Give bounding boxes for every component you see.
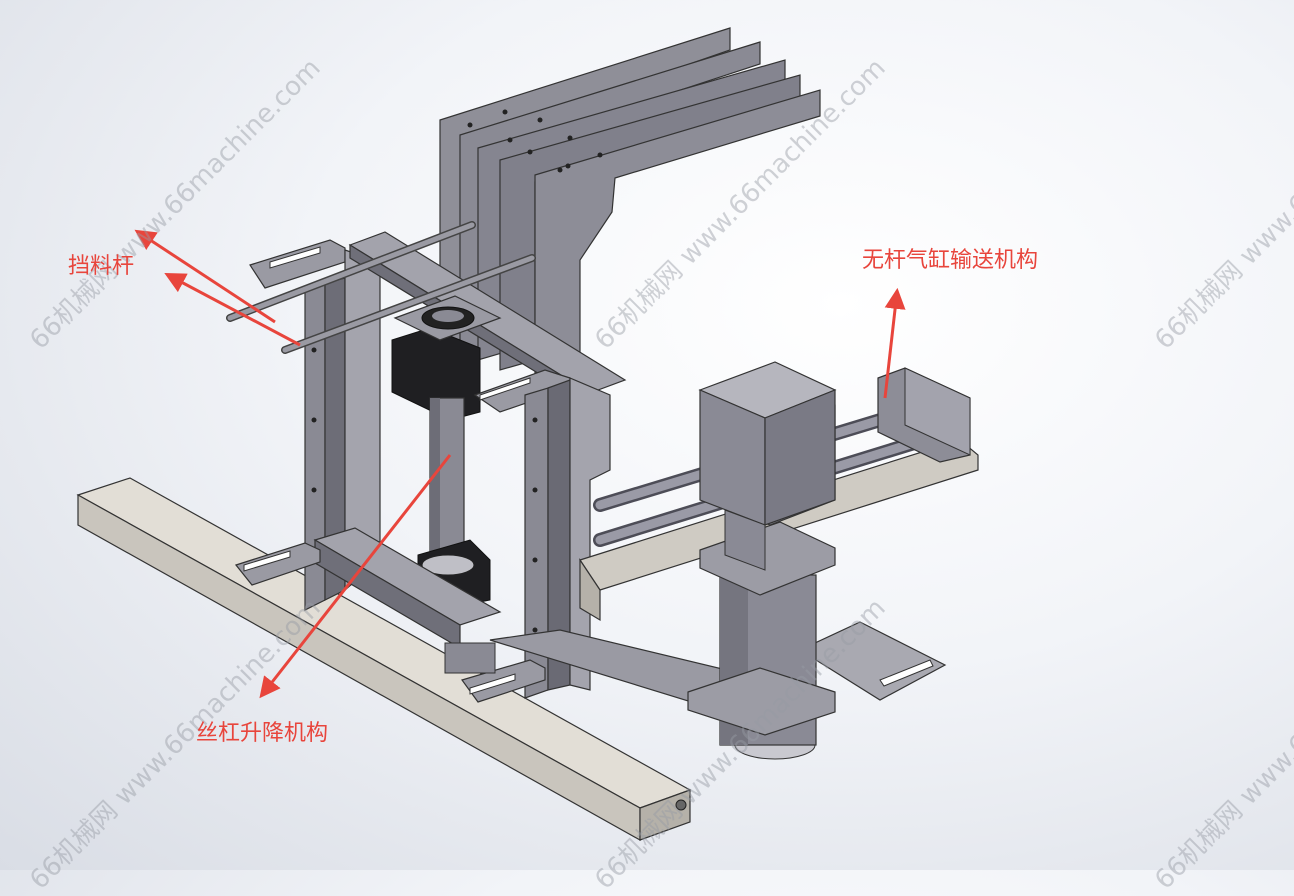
base-beam [76,477,692,842]
lead-screw-label: 丝杠升降机构 [196,721,329,746]
bottom-crossbar [234,527,502,674]
lead-screw [391,295,502,611]
left-frame [249,239,381,611]
stopper-rods [226,221,536,354]
fork-plates [439,27,821,381]
right-frame [461,369,611,703]
rotary-actuator [687,361,837,760]
rod-label: 挡料杆 [68,254,135,279]
annotation-arrows [134,229,906,699]
machine-drawing [76,27,979,842]
rodless-cylinder-label: 无杆气缸输送机构 [862,248,1039,273]
